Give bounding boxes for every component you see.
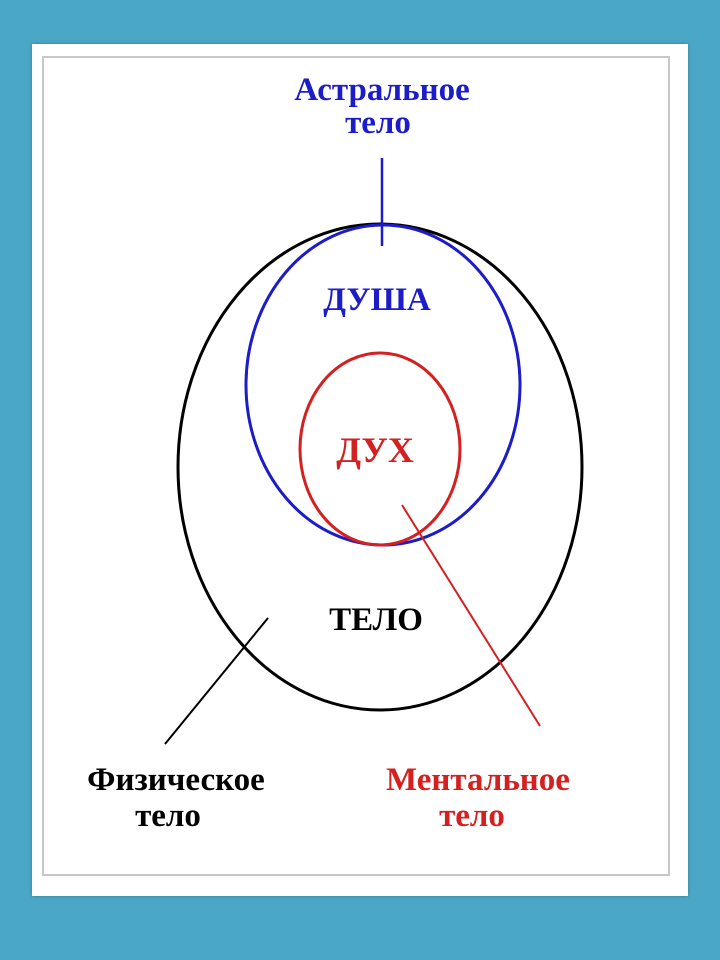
slide-inner-border (42, 56, 670, 876)
physical-leader-line (164, 617, 269, 745)
soul-label: ДУША (323, 282, 431, 318)
mental-label-line2: тело (439, 798, 505, 834)
body-label: ТЕЛО (329, 602, 423, 638)
slide-frame (32, 44, 688, 896)
mental-label-line1: Ментальное (386, 762, 570, 798)
astral-label-line2: тело (345, 105, 411, 141)
mental-leader-line (401, 504, 541, 727)
astral-label-line1: Астральное (294, 72, 470, 108)
mental-body-circle (298, 351, 462, 547)
astral-body-circle (244, 223, 522, 547)
physical-label-line2: тело (135, 798, 201, 834)
spirit-label: ДУХ (336, 430, 414, 470)
physical-label-line1: Физическое (87, 762, 265, 798)
